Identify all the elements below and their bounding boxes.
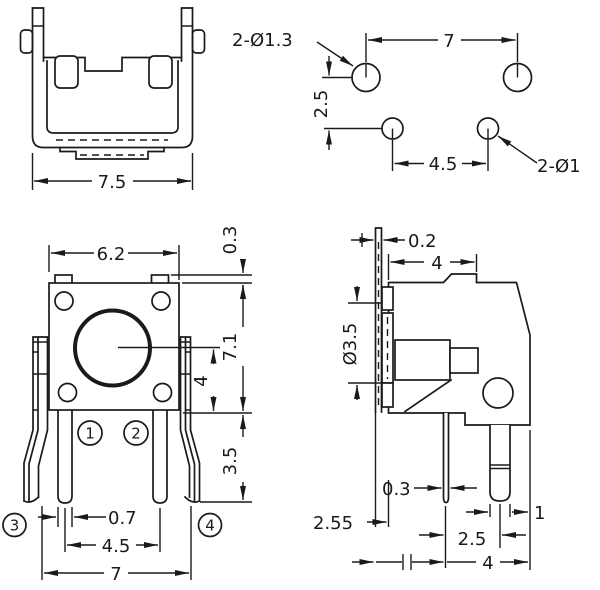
bracket-outer-outline — [31, 7, 194, 149]
dim-lead-length: 3.5 — [220, 447, 241, 476]
dim-leg-width: 1 — [534, 503, 545, 524]
switch-side-view: 0.2 4 Ø3.5 0.3 2.55 1 2.5 4 — [313, 227, 545, 574]
pin-terminal-1 — [57, 409, 73, 504]
housing-chamfer — [403, 378, 453, 413]
dim-45c-extensions — [64, 508, 161, 552]
clip-left-ticks — [33, 341, 48, 411]
dim-body-height: 7.1 — [220, 333, 241, 362]
clip-leg-right — [179, 336, 201, 503]
dim-hole-pitch: 7 — [443, 31, 454, 52]
bracket-arms — [31, 7, 194, 62]
stem-boss-right — [148, 55, 173, 89]
dim-center-to-base: 4 — [191, 375, 212, 386]
dim-25-extensions — [322, 76, 382, 130]
clip-leg-crimp — [490, 464, 510, 470]
dim-plate-thickness: 0.2 — [408, 231, 437, 252]
dim-small-hole-pitch: 4.5 — [429, 154, 458, 175]
terminal-4-label: 4 — [205, 517, 215, 535]
switch-top-edge-notch — [42, 56, 183, 72]
dim-62-extensions — [48, 245, 180, 280]
dim-body-width: 6.2 — [97, 244, 126, 265]
bracket-front-view: 7.5 — [19, 7, 206, 193]
side-clip-leg — [489, 424, 511, 502]
dim-lead-spacing: 2.5 — [458, 529, 487, 550]
terminal-3-label: 3 — [10, 517, 20, 535]
terminal-3-circle — [2, 512, 27, 538]
dim-stem-diameter: Ø3.5 — [340, 323, 361, 366]
terminal-1-circle — [77, 420, 103, 446]
side-rivet — [482, 377, 514, 409]
rivet-top-right — [151, 291, 171, 311]
dim-75-extensions — [31, 153, 194, 190]
clip-right-ticks — [180, 341, 191, 411]
hole-center-ticks — [365, 63, 519, 139]
pcb-hole-layout: 7 2.5 4.5 2-Ø1.3 2-Ø1 — [232, 30, 581, 177]
terminal-2-circle — [123, 420, 149, 446]
terminal-4-circle — [197, 512, 223, 538]
callout-large-holes: 2-Ø1.3 — [232, 30, 293, 51]
callout-large-leader — [316, 41, 354, 67]
callout-small-holes: 2-Ø1 — [537, 156, 581, 177]
bottom-tab — [59, 146, 165, 160]
right-chain-extensions — [171, 274, 252, 503]
terminal-1-label: 1 — [85, 425, 95, 443]
rivet-bottom-right — [152, 382, 173, 403]
dim-1-ticks — [489, 504, 511, 517]
terminal-2-label: 2 — [131, 425, 141, 443]
dim-base-offset: 2.55 — [313, 513, 353, 534]
clip-leg-left — [22, 336, 49, 503]
pin-terminal-2 — [152, 409, 168, 504]
dim-p25-extensions — [444, 504, 501, 568]
dim-45-extensions — [391, 140, 489, 171]
front-face-lower — [381, 382, 394, 408]
dim-07-ticks — [57, 507, 73, 527]
dim-lead-width: 0.7 — [108, 508, 137, 529]
dim-b4-ticks — [376, 554, 412, 570]
stem-housing — [394, 339, 451, 381]
front-face-upper — [381, 286, 394, 311]
bracket-left-ear — [19, 29, 34, 54]
dim-lead-pitch: 4.5 — [102, 536, 131, 557]
dim-d4-extensions — [387, 254, 478, 280]
dim-overall-width: 7 — [110, 564, 121, 585]
switch-front-view: 1 2 3 4 6.2 0.3 7.1 4 3.5 0.7 4.5 — [2, 226, 252, 585]
stem-boss-left — [54, 55, 79, 89]
dim-lead-thickness: 0.3 — [382, 479, 411, 500]
rivet-top-left — [54, 291, 74, 311]
dim-flange-step: 0.3 — [220, 226, 241, 255]
dim-row-spacing: 2.5 — [311, 90, 332, 119]
callout-small-leader — [497, 135, 538, 164]
dim-top-depth: 4 — [431, 253, 442, 274]
dim-7c-extensions — [41, 506, 192, 580]
side-pin — [442, 412, 450, 504]
bracket-right-ear — [191, 29, 206, 54]
stem-plunger — [449, 347, 479, 374]
dim-stem-extensions — [348, 302, 381, 384]
dim-bracket-width: 7.5 — [98, 172, 127, 193]
dim-7-extensions — [365, 33, 519, 62]
bracket-inner-outline — [46, 60, 179, 134]
rivet-bottom-left — [57, 382, 78, 403]
dim-base-depth: 4 — [482, 553, 493, 574]
